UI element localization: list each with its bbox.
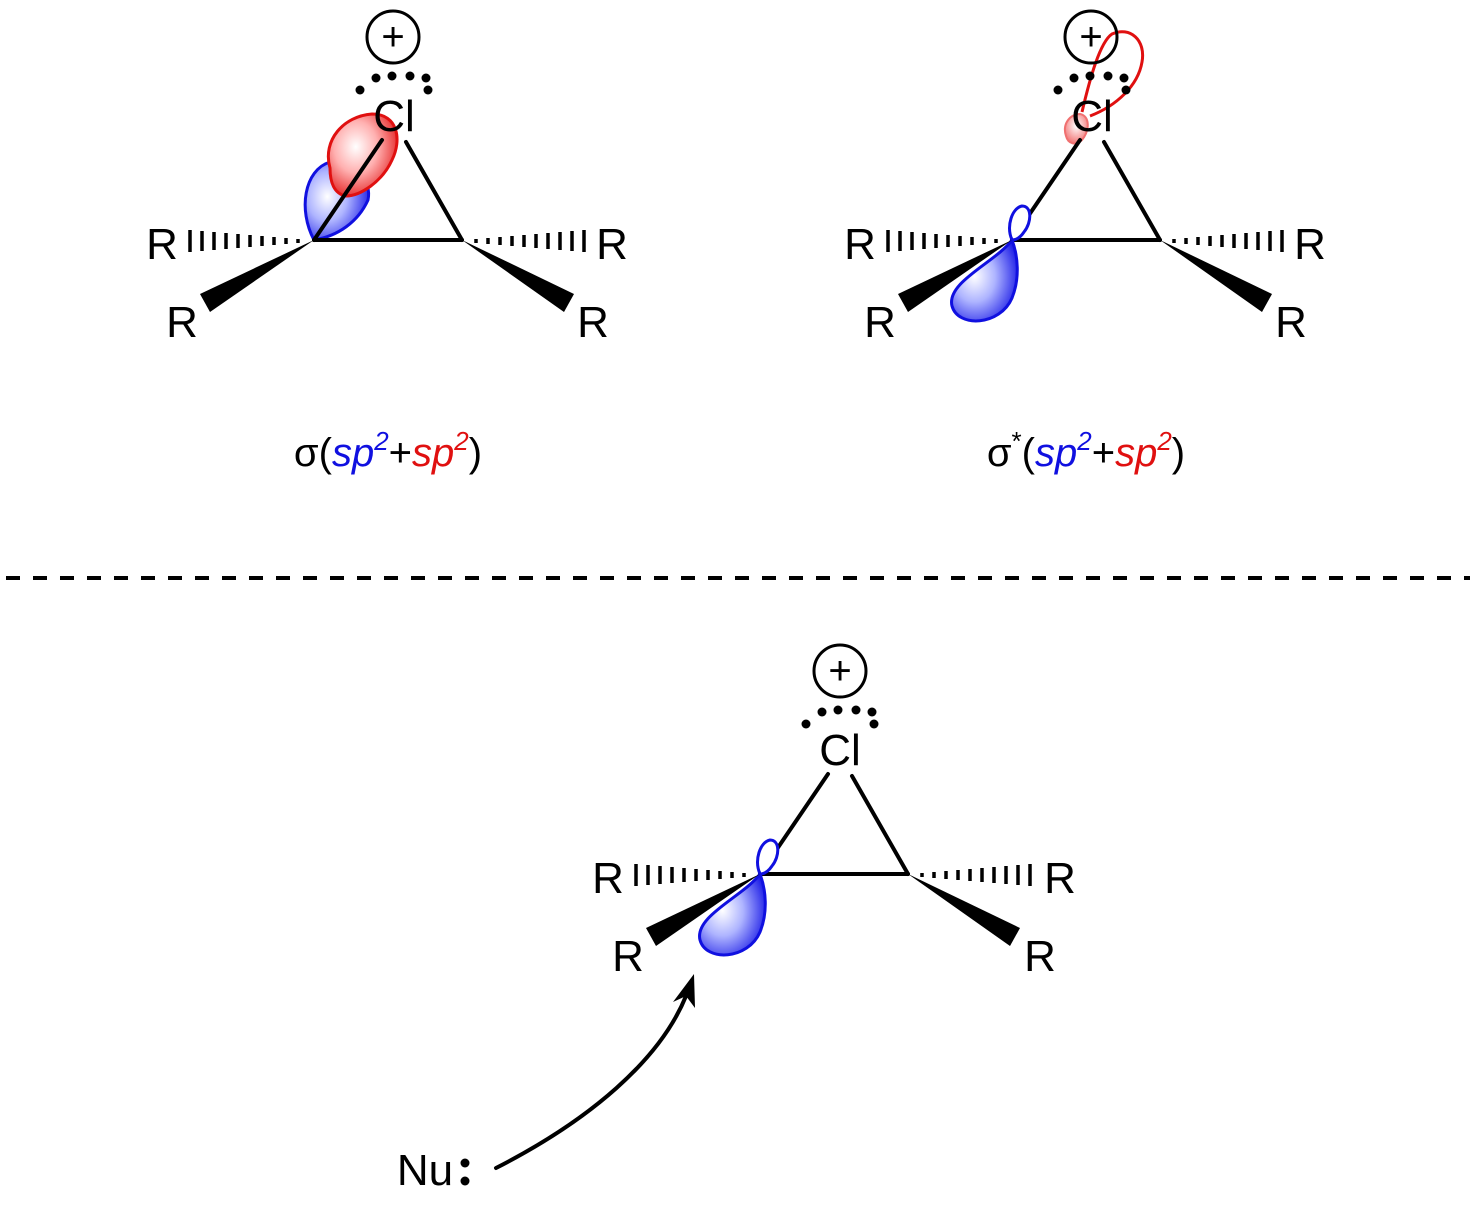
sigma-right-wedge-bond [462, 240, 574, 312]
attack-r-label-upper-left: R [592, 854, 624, 903]
sigma-star-cl-c-right-bond [1102, 140, 1162, 242]
sigma-charge-sign: + [381, 15, 404, 59]
sigma-star-r-label-upper-left: R [844, 220, 876, 269]
sigma-left-wedge-bond [200, 240, 314, 312]
attack-positive-charge: + [812, 643, 868, 699]
sigma-positive-charge: + [365, 9, 421, 65]
attack-lone-pair-dots [801, 705, 879, 729]
nucleophilic-attack-panel: Cl R R R R + Nu [397, 643, 1076, 1195]
sigma-star-blue-small-lobe [1008, 204, 1032, 242]
sigma-star-r-label-lower-right: R [1275, 298, 1307, 347]
attack-arrow-head [673, 974, 695, 1008]
attack-charge-sign: + [828, 649, 851, 693]
attack-r-label-lower-left: R [612, 932, 644, 981]
attack-blue-large-lobe [698, 870, 767, 957]
sigma-r-label-lower-left: R [166, 298, 198, 347]
sigma-cl-c-right-bond [404, 140, 464, 242]
attack-chlorine-label: Cl [819, 726, 861, 775]
sigma-left-hashed-bond [188, 230, 300, 252]
sigma-star-left-wedge-bond [898, 240, 1012, 312]
sigma-red-orbital-lobe [326, 112, 399, 198]
sigma-star-red-small-lobe [1064, 112, 1089, 145]
attack-right-wedge-bond [908, 874, 1020, 946]
sigma-star-orbital-panel: Cl R R R R + σ*(sp2+sp2) [844, 9, 1326, 475]
attack-cl-c-right-bond [850, 774, 910, 876]
sigma-star-r-label-lower-left: R [864, 298, 896, 347]
sigma-cl-c-left-bond [312, 138, 384, 242]
sigma-star-positive-charge: + [1063, 9, 1119, 65]
sigma-r-label-upper-left: R [146, 220, 178, 269]
sigma-star-right-hashed-bond [1172, 230, 1284, 252]
attack-right-hashed-bond [920, 864, 1032, 886]
nucleophile-lone-pair-dots [460, 1158, 470, 1186]
attack-blue-small-lobe [756, 838, 780, 876]
nucleophile-label: Nu [397, 1146, 453, 1195]
sigma-caption: σ(sp2+sp2) [294, 426, 482, 475]
sigma-star-lone-pair-dots [1053, 71, 1131, 95]
sigma-lone-pair-dots [355, 71, 433, 95]
sigma-star-right-wedge-bond [1160, 240, 1272, 312]
sigma-star-charge-sign: + [1079, 15, 1102, 59]
sigma-r-label-lower-right: R [577, 298, 609, 347]
sigma-star-red-orbital-loop [1080, 30, 1145, 118]
sigma-right-hashed-bond [474, 230, 586, 252]
attack-left-hashed-bond [634, 864, 746, 886]
sigma-r-label-upper-right: R [596, 220, 628, 269]
sigma-star-left-hashed-bond [886, 230, 998, 252]
sigma-chlorine-label: Cl [373, 92, 415, 141]
sigma-star-caption: σ*(sp2+sp2) [987, 426, 1185, 475]
sigma-orbital-panel: Cl R R R R + σ(sp2+sp2) [146, 9, 628, 475]
attack-curved-arrow [494, 994, 688, 1170]
sigma-star-r-label-upper-right: R [1294, 220, 1326, 269]
sigma-star-chlorine-label: Cl [1071, 92, 1113, 141]
attack-left-wedge-bond [646, 874, 760, 946]
attack-r-label-upper-right: R [1044, 854, 1076, 903]
attack-r-label-lower-right: R [1024, 932, 1056, 981]
sigma-star-blue-large-lobe [950, 236, 1019, 323]
